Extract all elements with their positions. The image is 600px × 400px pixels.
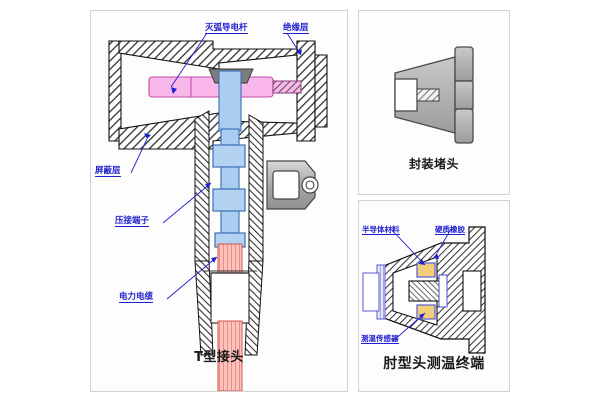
elbow-leader-lines [390,228,452,342]
crimp-terminal-lower [212,188,246,212]
center-connector [408,280,444,302]
semiconductive-ring [362,264,386,320]
caption-sealing-plug: 封装堵头 [408,157,459,171]
label-insulation: 绝缘层 [283,23,309,34]
crimp-terminal-upper [212,144,246,168]
elbow-terminal-drawing [362,226,486,354]
label-temp-sensor: 测温传感器 [361,334,399,344]
sensor-housing [438,274,448,308]
label-shield: 屏蔽层 [95,166,121,177]
caption-elbow-terminal: 肘型头测温终端 [383,356,485,372]
panel-sealing-plug: 封装堵头 [358,10,510,195]
plug-flange [454,46,474,144]
elbow-arrowheads [419,253,439,319]
label-arc-rod: 灭弧导电杆 [205,23,248,34]
plug-recess [394,78,418,112]
power-cable [203,243,257,391]
label-power-cable: 电力电缆 [119,292,154,303]
panel-t-joint: 灭弧导电杆 绝缘层 屏蔽层 压接端子 电力电缆 T型接头 [90,10,348,392]
cable-insulation-block [210,272,250,324]
stem-housing [194,110,264,356]
plug-thread [416,88,440,102]
lifting-eye-bracket [266,160,319,210]
flange-window [462,270,482,312]
leader-arrowheads [144,49,302,263]
label-semiconductor: 半导体材料 [362,225,400,235]
label-crimp-terminal: 压接端子 [115,216,150,227]
sealing-plug-drawing [394,46,474,144]
caption-t-joint: T型接头 [194,350,244,365]
t-joint-drawing [108,32,328,391]
panel-elbow-temp-terminal: 半导体材料 硬质橡胶 测温传感器 肘型头测温终端 [358,200,510,392]
label-hard-rubber: 硬质橡胶 [435,225,465,235]
semiconductor-block-top [416,262,436,278]
semiconductor-block-bottom [416,304,436,320]
